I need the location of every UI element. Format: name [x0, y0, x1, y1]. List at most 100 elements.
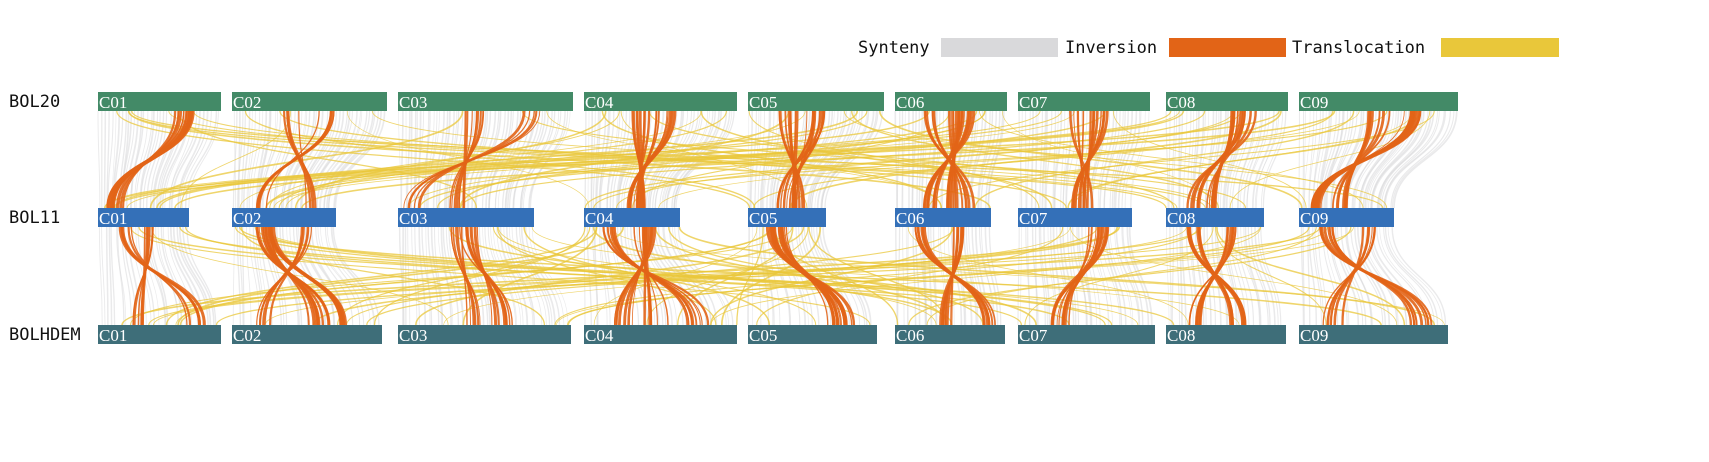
chromosome-bol11-c02[interactable]: C02	[232, 208, 336, 228]
chromosome-bolhdem-c09[interactable]: C09	[1299, 325, 1448, 345]
synteny-link	[106, 110, 110, 209]
chromosome-bar[interactable]	[232, 325, 382, 344]
chromosome-bar[interactable]	[1018, 92, 1150, 111]
chromosome-bar[interactable]	[398, 325, 571, 344]
chromosome-bol11-c08[interactable]: C08	[1166, 208, 1264, 228]
synteny-link	[1304, 110, 1311, 209]
chromosome-bar[interactable]	[748, 92, 884, 111]
synteny-link	[1186, 110, 1192, 209]
chromosome-bar[interactable]	[1299, 92, 1458, 111]
chromosome-bar[interactable]	[895, 92, 1007, 111]
chromosome-bar[interactable]	[895, 325, 1005, 344]
chromosome-bar[interactable]	[232, 208, 336, 227]
synteny-link	[1203, 226, 1212, 326]
chromosome-bolhdem-c06[interactable]: C06	[895, 325, 1005, 345]
chromosome-bol11-c07[interactable]: C07	[1018, 208, 1132, 228]
chromosome-bar[interactable]	[98, 208, 189, 227]
chromosome-bol20-c08[interactable]: C08	[1166, 92, 1288, 112]
synteny-link	[249, 110, 261, 209]
synteny-link	[524, 226, 561, 326]
chromosome-bolhdem-c07[interactable]: C07	[1018, 325, 1155, 345]
inversion-link	[784, 110, 801, 209]
inversion-link	[1341, 226, 1365, 326]
synteny-link	[466, 110, 492, 209]
translocation-link	[648, 110, 1175, 209]
chromosome-bolhdem-c08[interactable]: C08	[1166, 325, 1286, 345]
chromosome-bar[interactable]	[98, 325, 221, 344]
chromosome-bar[interactable]	[748, 208, 826, 227]
chromosome-bar[interactable]	[584, 92, 737, 111]
chromosome-bar[interactable]	[895, 208, 991, 227]
synteny-link	[482, 226, 502, 326]
chromosome-bol20-c01[interactable]: C01	[98, 92, 221, 112]
synteny-link	[97, 110, 101, 209]
synteny-link	[1053, 110, 1063, 209]
chromosome-bolhdem-c01[interactable]: C01	[98, 325, 221, 345]
chromosome-bol11-c05[interactable]: C05	[748, 208, 826, 228]
synteny-link	[239, 226, 244, 326]
chromosome-bolhdem-c05[interactable]: C05	[748, 325, 877, 345]
chromosome-bar[interactable]	[1299, 325, 1448, 344]
chromosome-bar[interactable]	[1166, 208, 1264, 227]
chromosome-bar[interactable]	[398, 92, 573, 111]
chromosome-bar[interactable]	[1018, 325, 1155, 344]
synteny-link	[507, 110, 540, 209]
chromosome-bar[interactable]	[584, 325, 737, 344]
synteny-link	[474, 110, 500, 209]
legend-inversion-label: Inversion	[1065, 38, 1157, 58]
chromosome-bol20-c03[interactable]: C03	[398, 92, 573, 112]
inversion-link	[121, 226, 202, 326]
synteny-link	[1239, 110, 1262, 209]
synteny-link	[1260, 110, 1284, 209]
synteny-link	[1060, 110, 1066, 209]
inversion-link	[1206, 110, 1246, 209]
translocation-link	[678, 226, 1436, 326]
chromosome-bar[interactable]	[232, 92, 387, 111]
inversion-link	[109, 110, 195, 209]
chromosome-bol11-c06[interactable]: C06	[895, 208, 991, 228]
chromosome-bar[interactable]	[748, 325, 877, 344]
chromosome-bar[interactable]	[398, 208, 534, 227]
chromosome-label: C07	[1019, 209, 1048, 228]
chromosome-bar[interactable]	[584, 208, 680, 227]
chromosome-bolhdem-c04[interactable]: C04	[584, 325, 737, 345]
chromosome-label: C02	[233, 326, 261, 345]
chromosome-bol11-c09[interactable]: C09	[1299, 208, 1394, 228]
chromosome-bol11-c01[interactable]: C01	[98, 208, 189, 228]
chromosome-bol20-c07[interactable]: C07	[1018, 92, 1150, 112]
chromosome-bolhdem-c02[interactable]: C02	[232, 325, 382, 345]
inversion-link	[1343, 110, 1374, 209]
synteny-link	[418, 226, 427, 326]
chromosome-bol11-c03[interactable]: C03	[398, 208, 534, 228]
chromosome-label: C01	[99, 209, 127, 228]
chromosome-bol20-c04[interactable]: C04	[584, 92, 737, 112]
chromosome-bar[interactable]	[1166, 92, 1288, 111]
genome-label-bol11: BOL11	[9, 208, 60, 228]
chromosome-bar[interactable]	[1018, 208, 1132, 227]
chromosome-bolhdem-c03[interactable]: C03	[398, 325, 571, 345]
chromosome-bar[interactable]	[1166, 325, 1286, 344]
chromosome-bol20-c06[interactable]: C06	[895, 92, 1007, 112]
chromosome-bar[interactable]	[98, 92, 221, 111]
chromosome-bol11-c04[interactable]: C04	[584, 208, 680, 228]
chromosome-bol20-c09[interactable]: C09	[1299, 92, 1458, 112]
synteny-link	[116, 226, 125, 326]
chromosome-bol20-c05[interactable]: C05	[748, 92, 884, 112]
chromosome-bar[interactable]	[1299, 208, 1394, 227]
chromosome-bol20-c02[interactable]: C02	[232, 92, 387, 112]
translocation-link	[301, 110, 1336, 209]
synteny-link	[627, 226, 656, 326]
translocation-link	[265, 110, 868, 209]
synteny-link	[327, 110, 379, 209]
inversion-link	[791, 110, 797, 209]
synteny-link	[324, 226, 365, 326]
inversion-link	[458, 110, 478, 209]
synteny-link	[421, 226, 433, 326]
synteny-link	[243, 110, 251, 209]
synteny-link	[1323, 110, 1345, 209]
synteny-link	[168, 110, 198, 209]
synteny-link	[496, 226, 524, 326]
synteny-link	[1314, 226, 1324, 326]
inversion-link	[1062, 226, 1093, 326]
synteny-link	[1350, 226, 1384, 326]
